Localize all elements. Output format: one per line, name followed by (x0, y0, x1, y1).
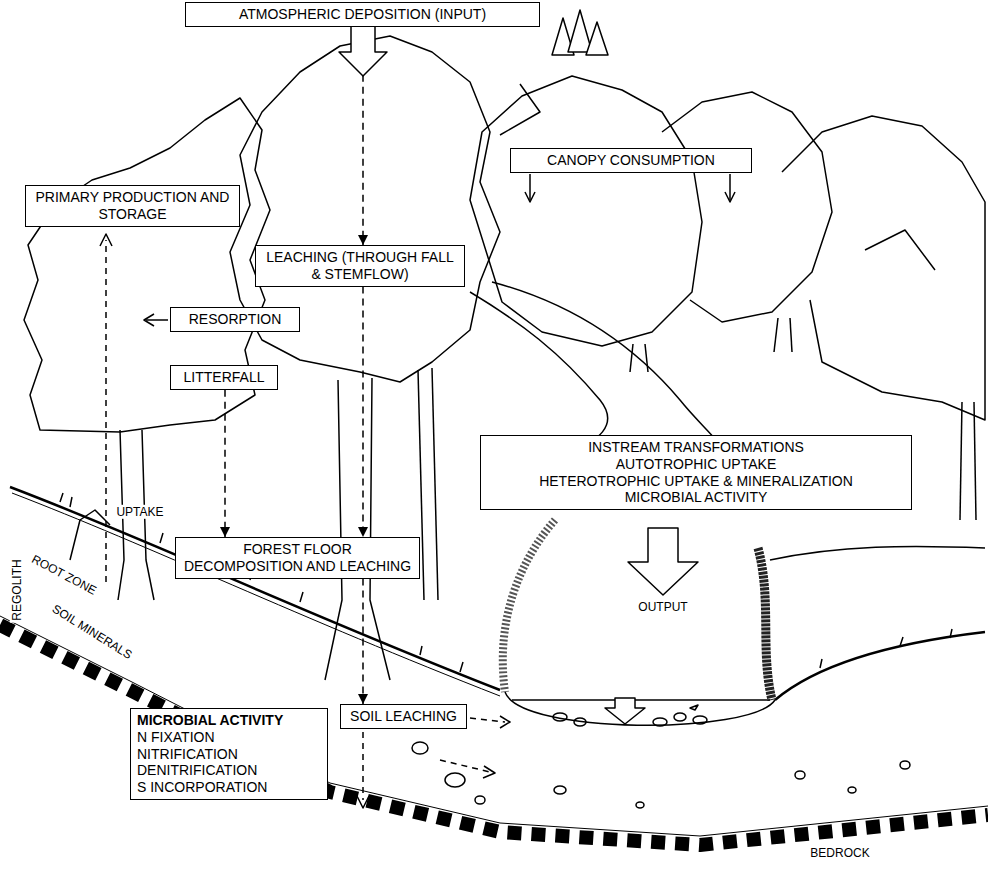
box-text: INSTREAM TRANSFORMATIONS (487, 439, 905, 456)
box-text: FOREST FLOOR DECOMPOSITION AND LEACHING (182, 541, 413, 575)
process-box: LITTERFALL (170, 365, 278, 390)
stream-process-box: INSTREAM TRANSFORMATIONSAUTOTROPHIC UPTA… (480, 435, 912, 510)
box-text: RESORPTION (177, 311, 293, 328)
box-text: LITTERFALL (177, 369, 271, 386)
layer-label: ROOT ZONE (27, 551, 100, 599)
flow-connector (358, 287, 368, 537)
box-text: SOIL LEACHING (347, 708, 460, 725)
box-heading: MICROBIAL ACTIVITY (137, 712, 321, 729)
box-text: HETEROTROPHIC UPTAKE & MINERALIZATION (487, 473, 905, 490)
microbial-box: MICROBIAL ACTIVITYN FIXATIONNITRIFICATIO… (130, 708, 328, 800)
process-box: FOREST FLOOR DECOMPOSITION AND LEACHING (175, 537, 420, 579)
box-text: DENITRIFICATION (137, 762, 321, 779)
box-text: NITRIFICATION (137, 746, 321, 763)
output-arrow (628, 528, 698, 595)
box-text: ATMOSPHERIC DEPOSITION (INPUT) (192, 6, 533, 23)
process-box: LEACHING (THROUGH FALL & STEMFLOW) (255, 245, 465, 287)
output-label: OUTPUT (636, 600, 689, 614)
process-box: SOIL LEACHING (340, 704, 467, 729)
input-box: ATMOSPHERIC DEPOSITION (INPUT) (185, 2, 540, 27)
box-text: PRIMARY PRODUCTION AND STORAGE (32, 189, 233, 223)
flow-connector (220, 390, 230, 537)
layer-label: SOIL MINERALS (48, 601, 137, 664)
stream-arrow (605, 698, 645, 724)
box-text: AUTOTROPHIC UPTAKE (487, 456, 905, 473)
layer-label: REGOLITH (10, 557, 24, 622)
process-box: CANOPY CONSUMPTION (510, 148, 752, 173)
process-box: PRIMARY PRODUCTION AND STORAGE (25, 185, 240, 227)
box-text: CANOPY CONSUMPTION (517, 152, 745, 169)
box-text: LEACHING (THROUGH FALL & STEMFLOW) (262, 249, 458, 283)
box-text: MICROBIAL ACTIVITY (487, 489, 905, 506)
layer-label: BEDROCK (808, 846, 871, 860)
input-arrow (339, 24, 387, 76)
box-text: S INCORPORATION (137, 779, 321, 796)
box-text: N FIXATION (137, 729, 321, 746)
flow-connector (358, 579, 368, 704)
process-box: RESORPTION (170, 307, 300, 332)
process-label: UPTAKE (114, 505, 165, 519)
